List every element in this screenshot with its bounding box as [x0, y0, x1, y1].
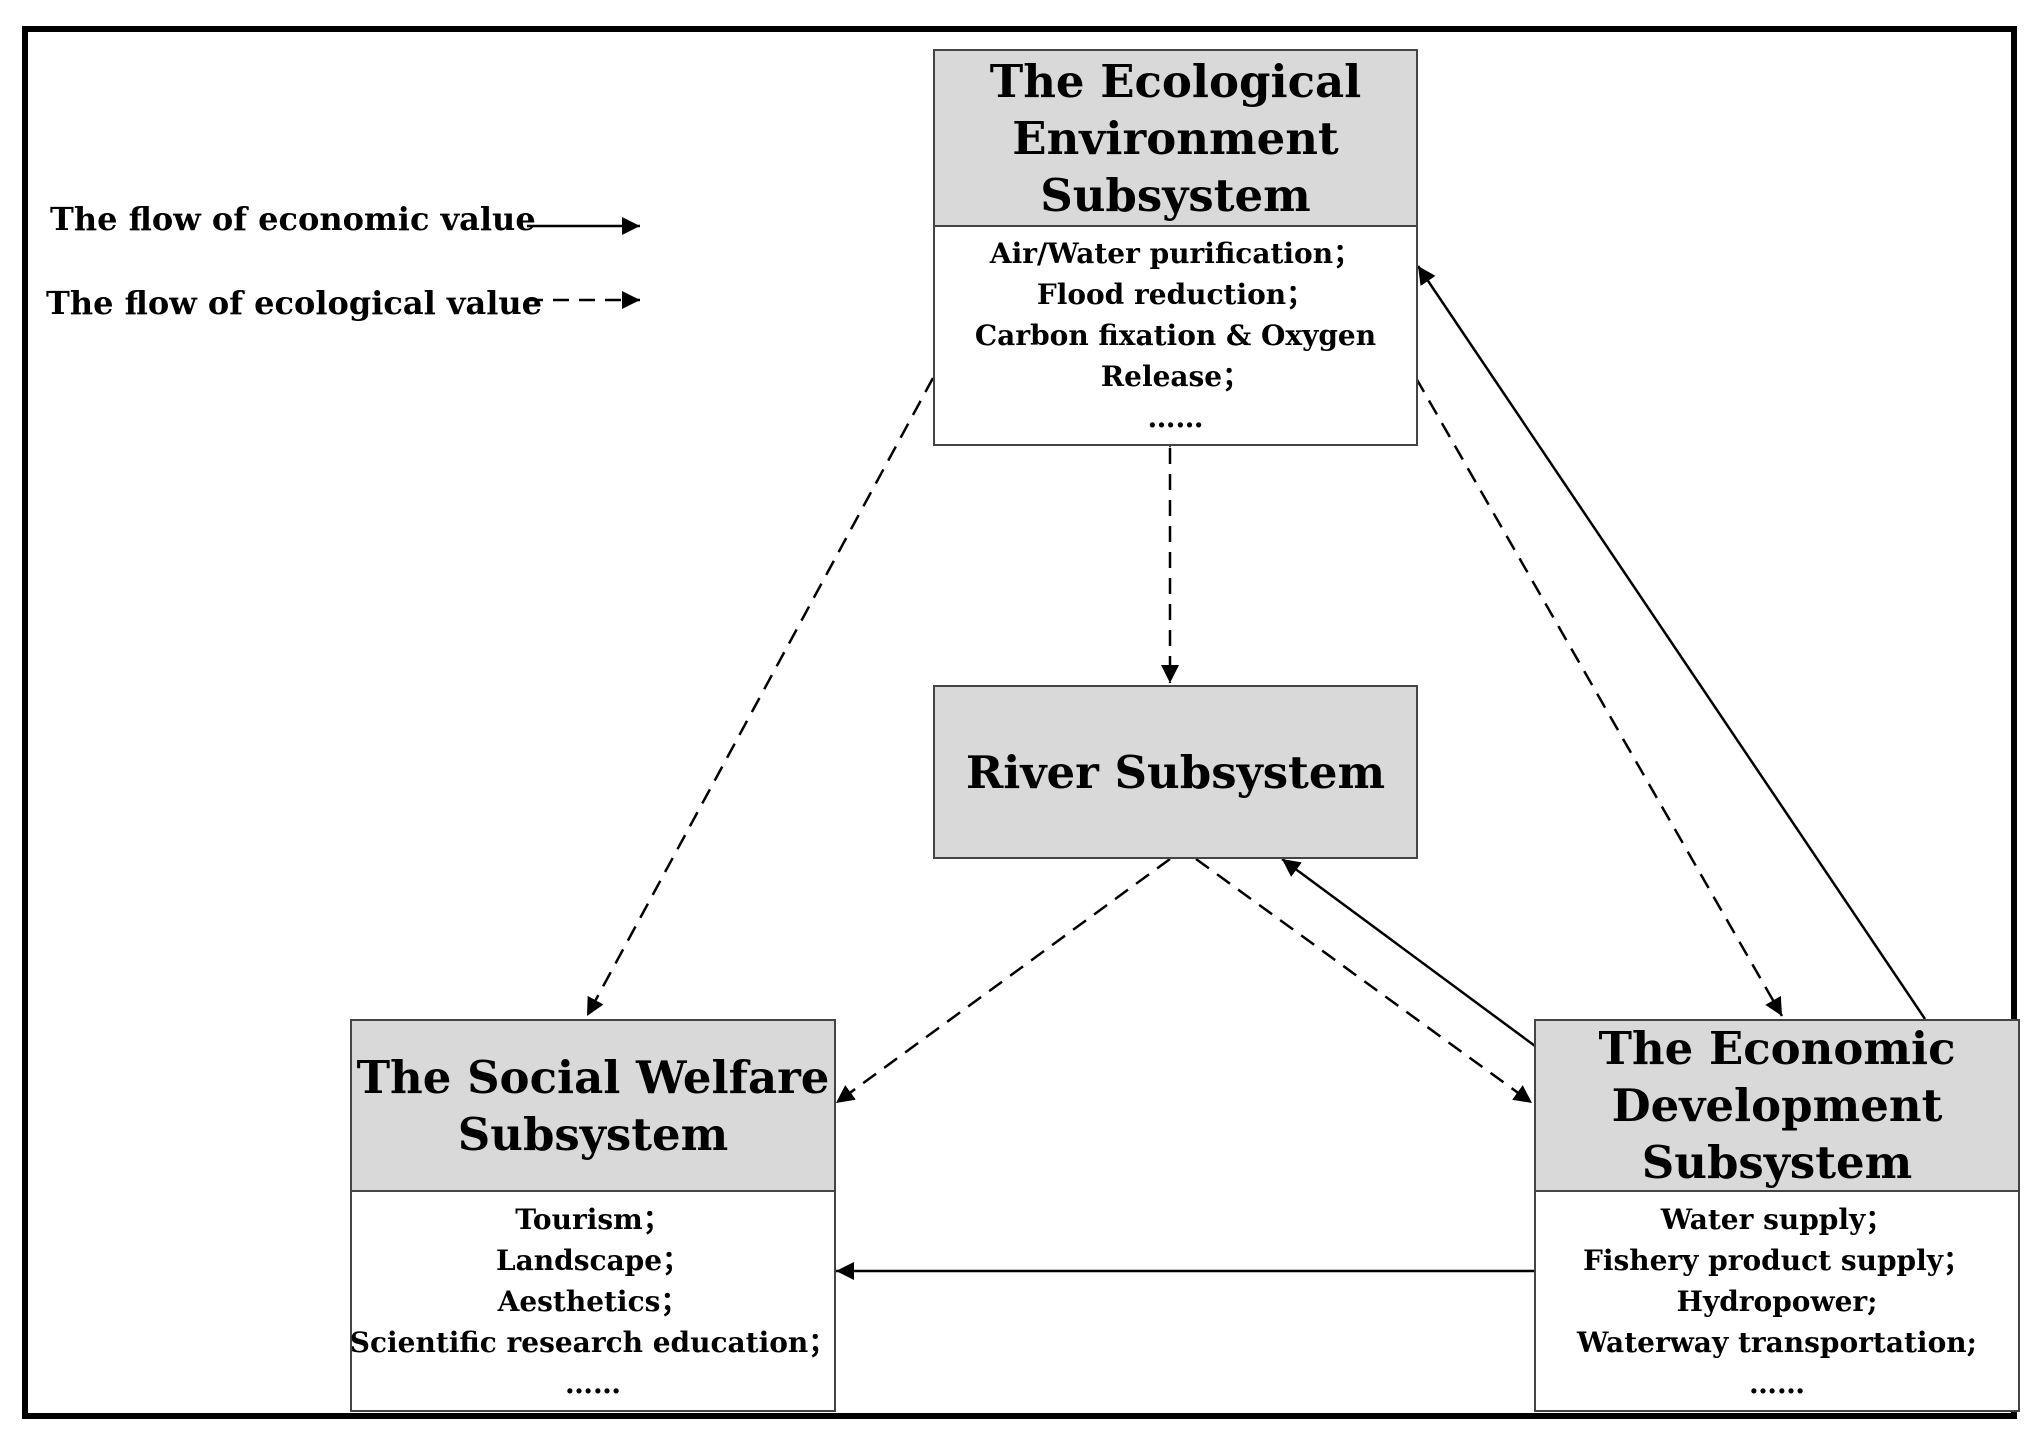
flow-river-to-social: [835, 857, 1171, 1105]
list-item: Fishery product supply；: [1582, 1243, 1972, 1277]
title-line: The Economic: [1598, 1022, 1956, 1075]
list-item: Landscape；: [495, 1243, 691, 1277]
social-welfare-subsystem: The Social Welfare Subsystem Tourism； La…: [350, 1019, 836, 1412]
list-item: ……: [1749, 1366, 1805, 1400]
list-item: Release；: [1100, 360, 1251, 393]
economic-development-subsystem: The Economic Development Subsystem Water…: [1534, 1019, 2020, 1412]
title-line: Subsystem: [457, 1107, 729, 1161]
list-item: Tourism；: [515, 1202, 671, 1236]
economic-subsystem-title: The Economic Development Subsystem: [1536, 1021, 2018, 1192]
flow-river-to-economic: [1195, 857, 1533, 1105]
flow-ecological-to-economic: [1414, 377, 1784, 1017]
flow-ecological-to-social: [585, 377, 935, 1017]
river-subsystem: River Subsystem: [933, 685, 1418, 859]
list-item: Carbon fixation & Oxygen: [974, 319, 1377, 352]
river-subsystem-title: River Subsystem: [935, 687, 1416, 857]
legend-ecological-label: The flow of ecological value: [46, 284, 542, 322]
list-item: Scientific research education；: [349, 1325, 837, 1359]
social-subsystem-items: Tourism； Landscape； Aesthetics； Scientif…: [349, 1192, 837, 1410]
diagram-frame: [22, 26, 2017, 1419]
list-item: Flood reduction；: [1036, 278, 1315, 311]
title-line: Development: [1611, 1079, 1943, 1132]
ecological-environment-subsystem: The Ecological Environment Subsystem Air…: [933, 49, 1418, 446]
title-line: Environment: [1012, 111, 1339, 165]
list-item: Aesthetics；: [497, 1284, 689, 1318]
title-line: The Ecological: [989, 54, 1362, 108]
list-item: Hydropower;: [1676, 1284, 1878, 1318]
ecological-subsystem-title: The Ecological Environment Subsystem: [935, 51, 1416, 227]
ecological-subsystem-items: Air/Water purification； Flood reduction；…: [935, 227, 1416, 444]
list-item: ……: [565, 1366, 621, 1400]
economic-subsystem-items: Water supply； Fishery product supply； Hy…: [1536, 1192, 2018, 1410]
list-item: Waterway transportation;: [1577, 1325, 1977, 1359]
flow-economic-to-river: [1281, 857, 1536, 1048]
title-line: The Social Welfare: [356, 1050, 830, 1104]
list-item: ……: [1147, 401, 1204, 434]
title-line: River Subsystem: [965, 745, 1386, 799]
list-item: Air/Water purification；: [989, 237, 1362, 270]
list-item: Water supply；: [1660, 1202, 1894, 1236]
title-line: Subsystem: [1040, 168, 1311, 222]
flow-economic-to-ecological: [1416, 265, 1927, 1020]
social-subsystem-title: The Social Welfare Subsystem: [352, 1021, 834, 1192]
legend-economic-label: The flow of economic value: [50, 200, 536, 238]
title-line: Subsystem: [1641, 1136, 1913, 1189]
